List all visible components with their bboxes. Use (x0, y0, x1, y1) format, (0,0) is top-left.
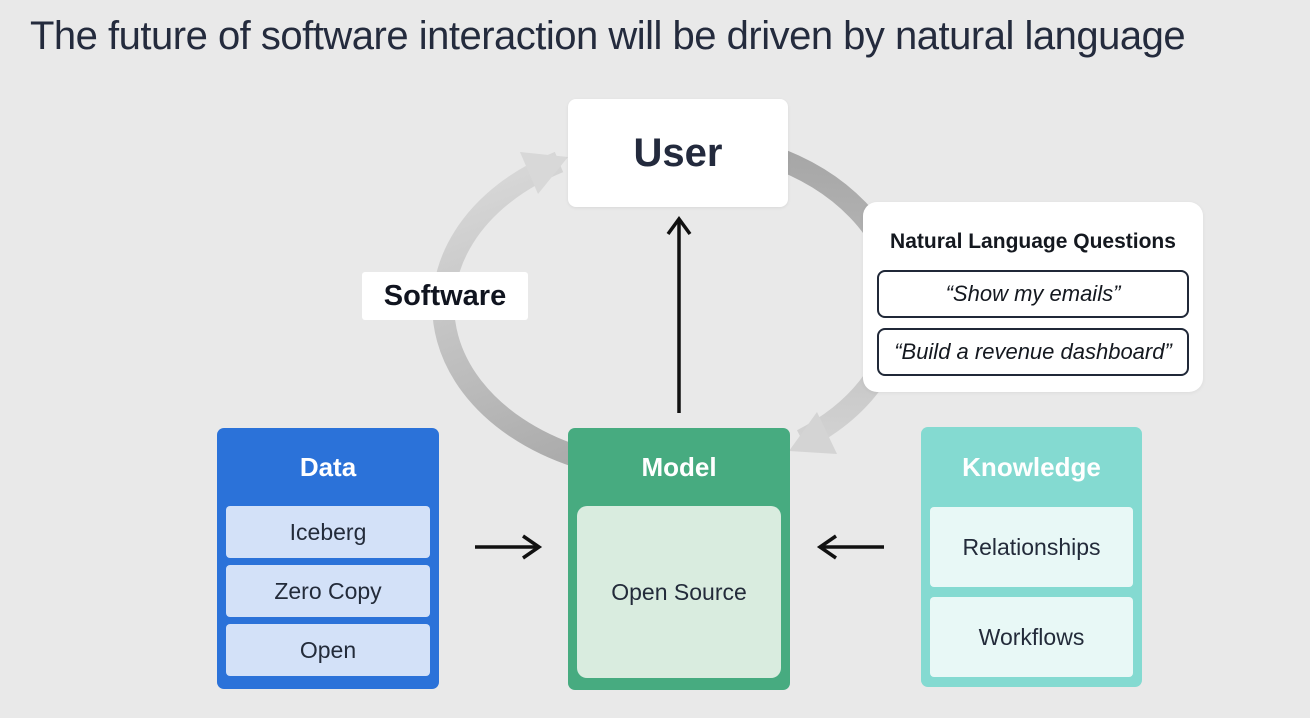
data-card-items: Iceberg Zero Copy Open (217, 506, 439, 676)
knowledge-card-items: Relationships Workflows (921, 507, 1142, 677)
nlq-example-2: “Build a revenue dashboard” (877, 328, 1189, 376)
arrow-model-to-user (666, 216, 692, 413)
data-item-iceberg: Iceberg (226, 506, 430, 558)
model-card-title: Model (641, 451, 717, 482)
model-card: Model Open Source (568, 428, 790, 690)
nlq-panel-title: Natural Language Questions (890, 230, 1176, 253)
knowledge-item-workflows: Workflows (930, 597, 1133, 677)
arrow-data-to-model (475, 534, 543, 560)
nlq-example-1: “Show my emails” (877, 270, 1189, 318)
user-node: User (568, 99, 788, 207)
model-item-open-source: Open Source (577, 506, 781, 678)
cycle-arrow-right-head-icon (789, 412, 837, 454)
knowledge-card-title: Knowledge (962, 451, 1101, 482)
slide-title: The future of software interaction will … (30, 14, 1186, 58)
data-card: Data Iceberg Zero Copy Open (217, 428, 439, 689)
nlq-example-2-text: “Build a revenue dashboard” (894, 339, 1172, 364)
data-item-zero-copy: Zero Copy (226, 565, 430, 617)
cycle-arrow-left (432, 151, 645, 481)
cycle-arrow-left-head-icon (520, 152, 568, 194)
knowledge-card: Knowledge Relationships Workflows (921, 427, 1142, 687)
nlq-example-1-text: “Show my emails” (945, 281, 1121, 306)
arrow-knowledge-to-model (816, 534, 884, 560)
knowledge-item-relationships: Relationships (930, 507, 1133, 587)
data-item-open: Open (226, 624, 430, 676)
natural-language-questions-panel: Natural Language Questions “Show my emai… (863, 202, 1203, 392)
user-node-label: User (633, 130, 723, 175)
model-card-items: Open Source (568, 506, 790, 678)
data-card-title: Data (299, 451, 357, 482)
software-node-label: Software (383, 279, 507, 312)
software-node: Software (362, 272, 528, 320)
